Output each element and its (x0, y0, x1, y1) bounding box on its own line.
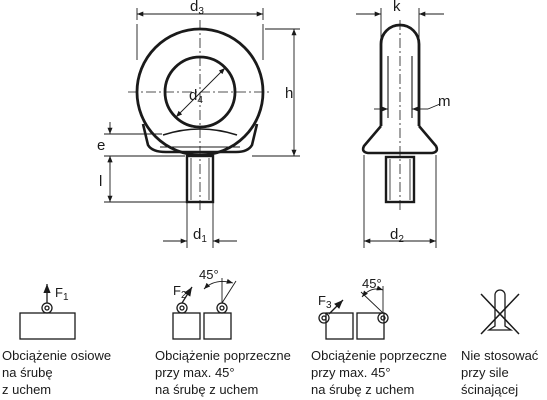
bolt-side-symbol (486, 289, 514, 331)
dimension-k (356, 8, 444, 40)
label-angle-45-b: 45° (362, 276, 382, 291)
label-d1: d1 (193, 226, 207, 245)
plate-left-b (325, 312, 354, 340)
caption-prohibited-shear: Nie stosować przy sile ścinającej (461, 347, 538, 398)
caption-line: przy sile (461, 365, 509, 380)
caption-transverse-load-a: Obciążenie poprzeczne przy max. 45° na ś… (155, 347, 291, 398)
caption-line: z uchem (2, 382, 52, 397)
angle-arc-b (361, 285, 384, 298)
caption-transverse-load-b: Obciążenie poprzeczne przy max. 45° na ś… (311, 347, 447, 398)
collar-outline (141, 123, 259, 154)
eye-symbol-right (216, 302, 228, 314)
front-view (104, 8, 300, 248)
caption-axial-load: Obciążenie osiowe na śrubę z uchem (2, 347, 111, 398)
thread-lines (190, 158, 210, 200)
prohibition-cross-b (480, 293, 520, 335)
label-e: e (97, 137, 105, 154)
eye-symbol-right-b-hole (380, 315, 386, 321)
dimension-h (252, 28, 300, 157)
label-l: l (99, 173, 102, 190)
angle-limit-line (221, 280, 237, 304)
caption-line: na śrubę (2, 365, 53, 380)
force-arrow-transverse (181, 286, 193, 304)
angle-limit-line-b (360, 291, 384, 314)
caption-line: Obciążenie poprzeczne (155, 348, 291, 363)
load-case-axial (19, 284, 76, 340)
label-k: k (393, 0, 401, 15)
eye-symbol-right-hole (219, 305, 225, 311)
caption-line: na śrubę z uchem (311, 382, 415, 397)
load-case-prohibited (480, 289, 520, 335)
side-view (356, 8, 444, 248)
label-force-f2: F2 (173, 283, 187, 301)
label-d2: d2 (390, 226, 404, 245)
dimension-m (374, 103, 441, 112)
label-h: h (285, 85, 293, 102)
eye-symbol-left (176, 302, 188, 314)
caption-line: ścinającej (461, 382, 519, 397)
caption-line: przy max. 45° (311, 365, 391, 380)
caption-line: Obciążenie poprzeczne (311, 348, 447, 363)
plate (19, 312, 76, 340)
plate-right-b (356, 312, 385, 340)
caption-line: Obciążenie osiowe (2, 348, 112, 363)
label-angle-45-a: 45° (199, 267, 219, 282)
eye-symbol-left-b-hole (321, 315, 327, 321)
eye-symbol-left-hole (179, 305, 185, 311)
label-force-f1: F1 (55, 285, 69, 303)
force-arrow-transverse-b (328, 299, 344, 315)
label-force-f3: F3 (318, 293, 332, 311)
eye-symbol-right-b (377, 312, 389, 324)
caption-line: na śrubę z uchem (155, 382, 259, 397)
dimension-l (104, 156, 186, 203)
eye-symbol-hole (44, 305, 50, 311)
dimension-d2 (363, 155, 437, 248)
dimension-d4 (175, 67, 226, 118)
thread-lines-side (389, 159, 411, 200)
label-d3: d3 (190, 0, 204, 17)
dimension-d1 (163, 203, 237, 248)
caption-line: przy max. 45° (155, 365, 235, 380)
dimension-d3 (136, 8, 264, 60)
load-case-transverse-a (172, 278, 237, 340)
eye-symbol (41, 302, 53, 314)
angle-arc (203, 278, 234, 290)
plate-left (172, 312, 201, 340)
caption-line: Nie stosować (461, 348, 539, 363)
eye-symbol-left-b (318, 312, 330, 324)
label-m: m (438, 93, 451, 110)
label-d4: d4 (189, 87, 203, 106)
load-case-transverse-b (318, 285, 389, 340)
plate-right (203, 312, 232, 340)
